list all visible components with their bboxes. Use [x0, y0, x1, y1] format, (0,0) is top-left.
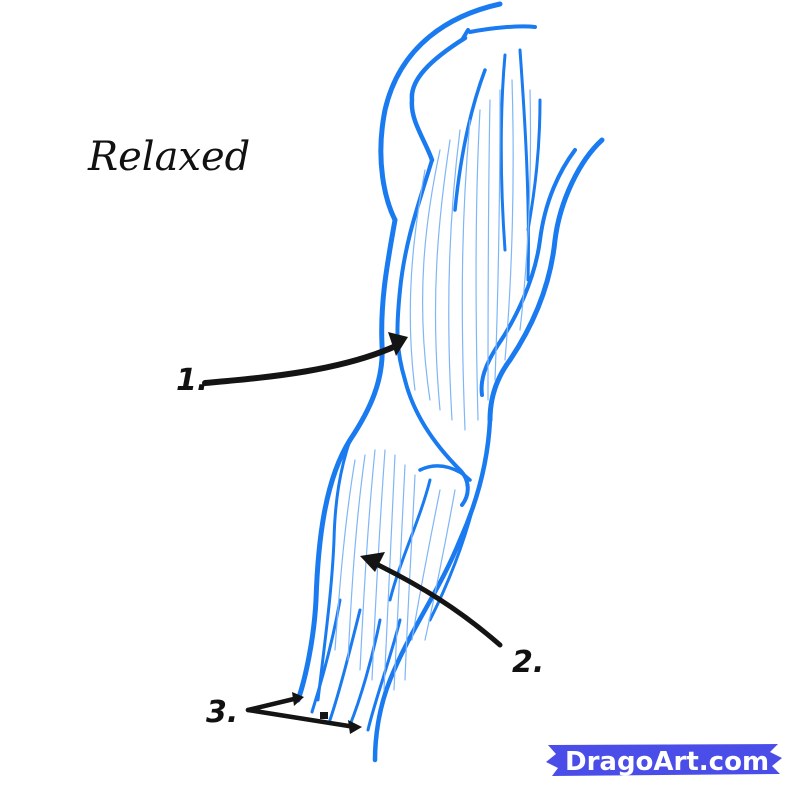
arrow-3: 3.: [206, 692, 362, 734]
muscle-fibers: [334, 79, 532, 691]
dragoart-watermark: DragoArt.com: [546, 744, 782, 777]
title-relaxed: Relaxed: [87, 134, 250, 180]
watermark-text: DragoArt.com: [565, 747, 769, 777]
arrow-2: 2.: [360, 552, 544, 680]
label-3: 3.: [206, 695, 238, 730]
arrow-1: 1.: [176, 332, 408, 398]
label-1: 1.: [176, 363, 208, 398]
arm-outline: [295, 1, 605, 763]
label-2: 2.: [512, 645, 544, 680]
